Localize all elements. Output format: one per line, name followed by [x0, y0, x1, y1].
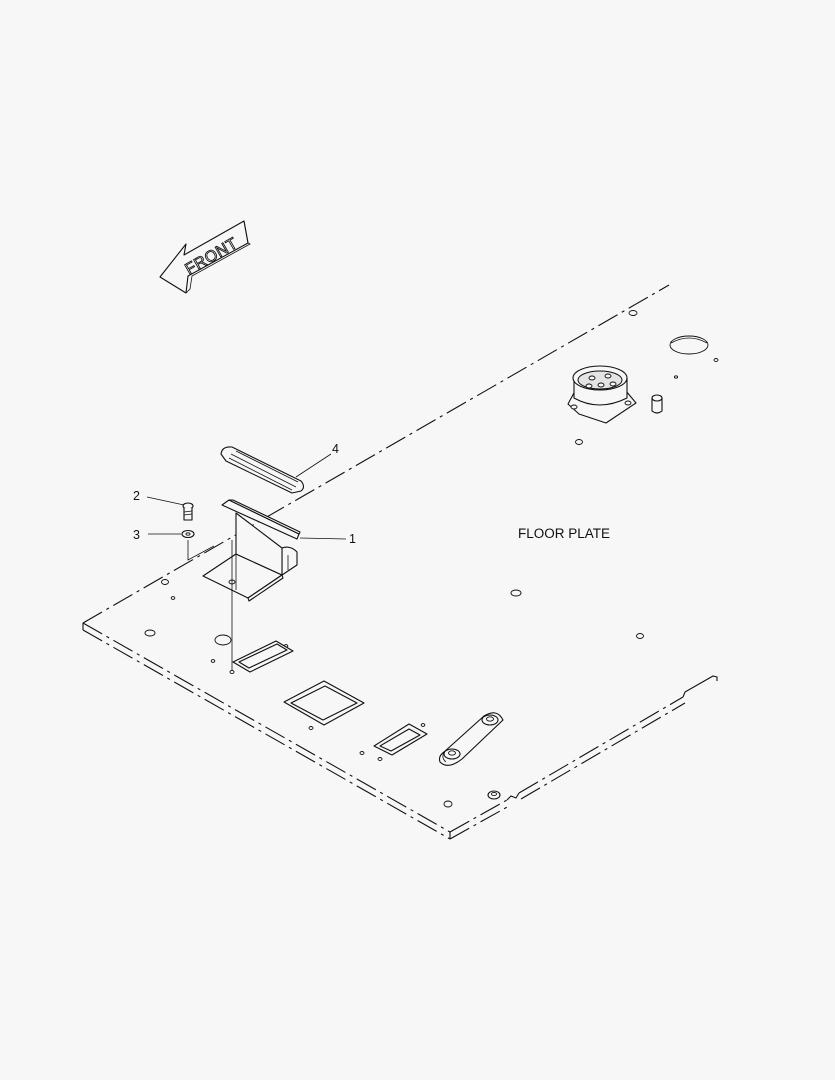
floor-plate-label: FLOOR PLATE [518, 526, 610, 541]
bolt-head [443, 748, 461, 760]
part-4-pad [220, 446, 305, 494]
part-1-bracket [202, 499, 301, 602]
bolt-head [481, 714, 499, 726]
leader-line [299, 537, 347, 540]
floor-plate [82, 284, 719, 840]
front-arrow: FRONT [159, 220, 251, 294]
part-3-washer [181, 529, 195, 539]
callout-4-number: 4 [332, 442, 339, 456]
callout-3-number: 3 [133, 528, 140, 542]
callout-2-number: 2 [133, 489, 140, 503]
small-pin [651, 394, 663, 414]
flange-boss [567, 365, 637, 424]
part-2-bolt [182, 502, 194, 521]
callout-1-number: 1 [349, 532, 356, 546]
assembly-lines [187, 540, 237, 670]
leader-line [146, 496, 185, 506]
leader-line [295, 453, 332, 478]
bolt-head [487, 790, 501, 800]
